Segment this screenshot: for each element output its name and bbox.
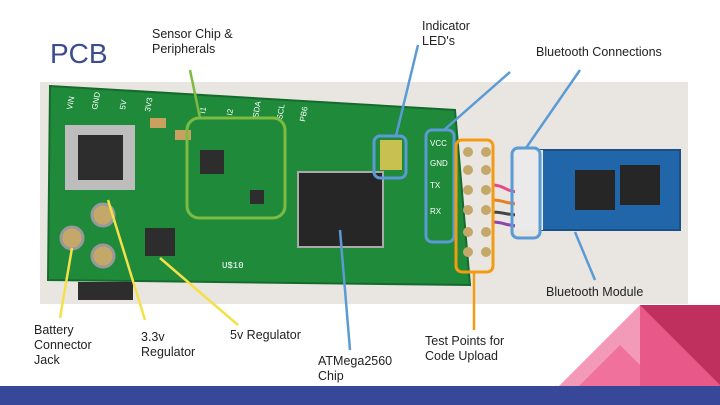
led-highlight-box	[372, 134, 408, 180]
bluetooth-chip-1	[575, 170, 615, 210]
sensor-peripheral	[250, 190, 264, 204]
page-title: PCB	[50, 38, 108, 69]
pin-label: 3V3	[143, 96, 154, 112]
pin-label: I1	[198, 106, 208, 115]
header-pin-label: GND	[430, 159, 448, 168]
capacitor-2	[175, 130, 191, 140]
regulator-33v-chip	[145, 228, 175, 256]
part-ref-label: U$10	[222, 261, 244, 271]
bluetooth-chip-2	[620, 165, 660, 205]
label-33v-regulator: 3.3v Regulator	[141, 330, 196, 359]
header-pin-label: TX	[430, 181, 441, 190]
header-pin-label: VCC	[430, 139, 447, 148]
top-pin-labels: VIN GND 5V 3V3 I1 I2 SDA SCL PB6	[65, 91, 310, 122]
label-atmega: ATMega2560 Chip	[318, 354, 393, 383]
battery-jack-2	[90, 202, 116, 228]
label-test-points: Test Points for Code Upload	[425, 334, 505, 363]
callout-lines	[58, 44, 597, 351]
pin-label: I2	[225, 108, 235, 117]
pin-label: GND	[90, 91, 102, 110]
pin-label: PB6	[298, 105, 310, 122]
label-indicator-leds: Indicator LED's	[422, 19, 470, 48]
pin-label: VIN	[65, 95, 76, 110]
battery-jack-1	[59, 225, 85, 251]
bluetooth-header	[515, 150, 543, 230]
indicator-leds	[380, 140, 402, 170]
header-pin-label: RX	[430, 207, 442, 216]
test-point-pads	[463, 147, 491, 257]
sensor-highlight-box	[185, 116, 287, 220]
header-pin-labels: VCC GND TX RX	[430, 139, 448, 216]
pin-label: SDA	[251, 100, 263, 118]
footer-bar	[0, 386, 720, 405]
regulator-5v-chip	[78, 135, 123, 180]
label-sensor: Sensor Chip & Peripherals	[152, 27, 233, 56]
label-5v-regulator: 5v Regulator	[230, 328, 301, 342]
sensor-chip	[200, 150, 224, 174]
label-bluetooth-module: Bluetooth Module	[546, 285, 644, 299]
header-highlight-box	[424, 128, 456, 244]
connector-block	[78, 282, 133, 300]
capacitor-1	[150, 118, 166, 128]
label-bluetooth-connections: Bluetooth Connections	[536, 45, 662, 59]
pin-label: 5V	[118, 98, 129, 110]
pin-label: SCL	[275, 103, 287, 120]
battery-jack-3	[90, 243, 116, 269]
label-battery-jack: Battery Connector Jack	[34, 323, 92, 367]
